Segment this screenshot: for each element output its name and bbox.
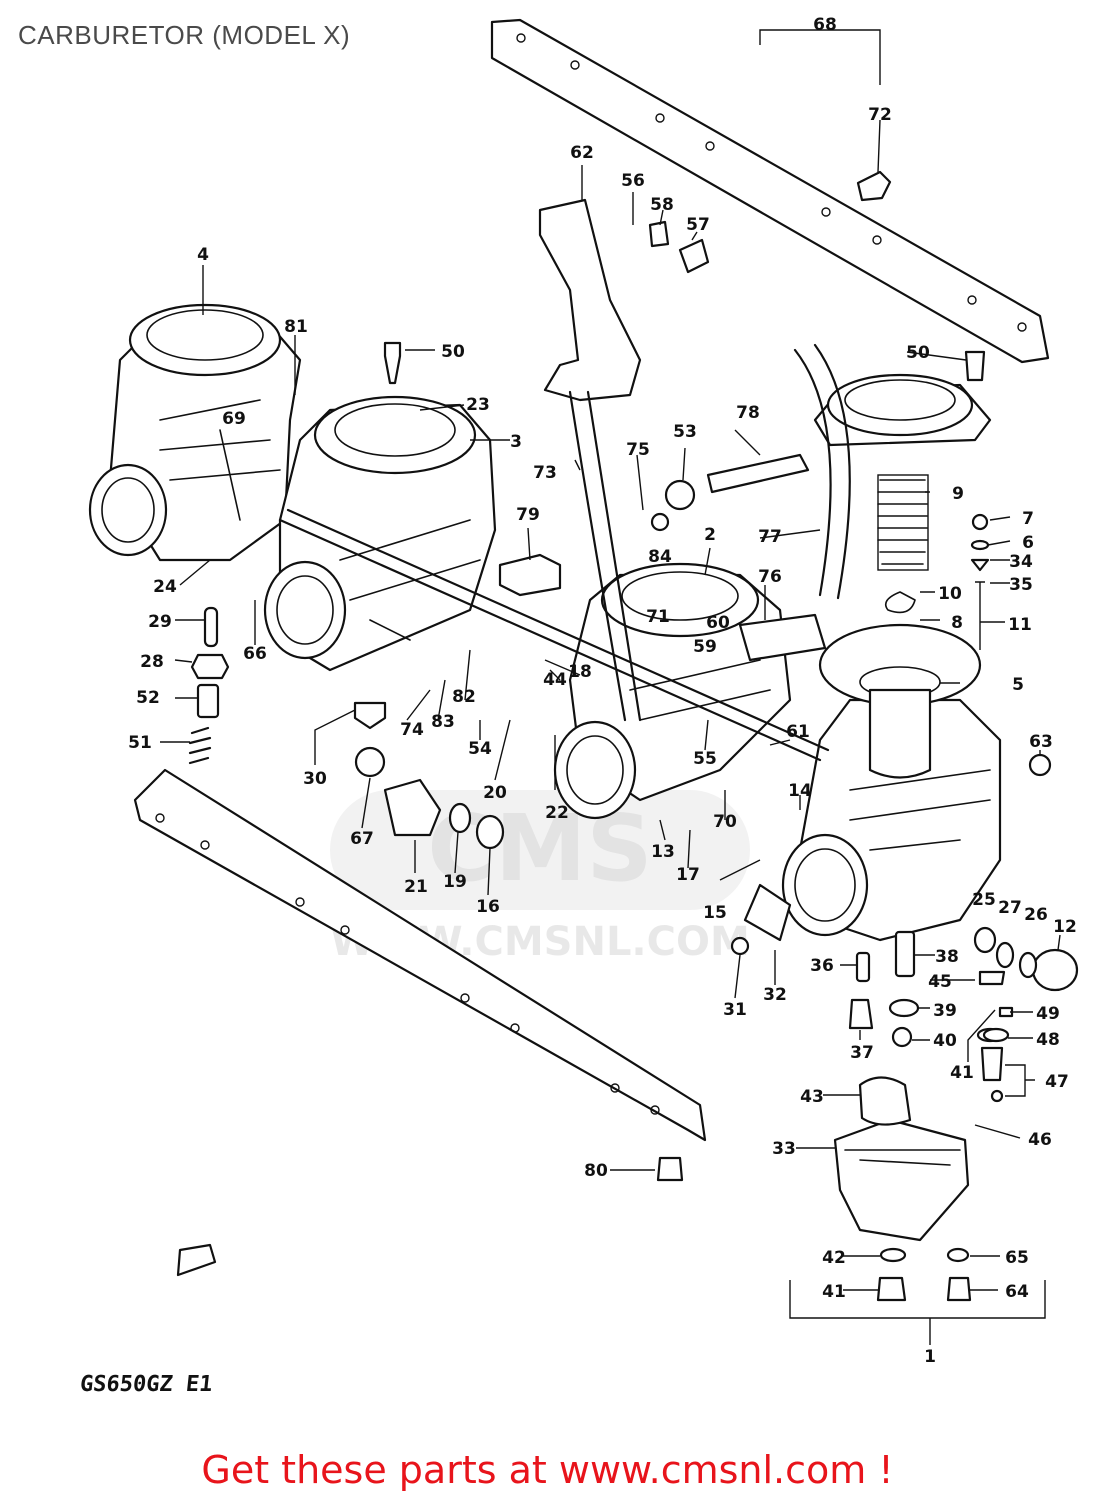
callout: 9 xyxy=(952,484,964,504)
callout: 12 xyxy=(1053,917,1077,937)
callout: 42 xyxy=(822,1248,846,1268)
callout: 57 xyxy=(686,215,710,235)
bracket-and-hoses xyxy=(498,198,851,722)
callout: 52 xyxy=(136,688,160,708)
callout: 30 xyxy=(303,769,327,789)
callout: 35 xyxy=(1009,575,1033,595)
callout: 45 xyxy=(928,972,952,992)
callout: 20 xyxy=(483,783,507,803)
callout: 22 xyxy=(545,803,569,823)
callout: 70 xyxy=(713,812,737,832)
callout: 62 xyxy=(570,143,594,163)
callout: 63 xyxy=(1029,732,1053,752)
callout: 72 xyxy=(868,105,892,125)
callout: 83 xyxy=(431,712,455,732)
callout: 59 xyxy=(693,637,717,657)
callout: 69 xyxy=(222,409,246,429)
callout: 5 xyxy=(1012,675,1024,695)
cta-link[interactable]: Get these parts at www.cmsnl.com ! xyxy=(201,1448,894,1492)
callout: 51 xyxy=(128,733,152,753)
upper-mounting-plate xyxy=(490,18,1050,364)
callout: 24 xyxy=(153,577,177,597)
callout: 50 xyxy=(441,342,465,362)
callout: 41 xyxy=(950,1063,974,1083)
callout: 78 xyxy=(736,403,760,423)
callout: 66 xyxy=(243,644,267,664)
callout: 47 xyxy=(1045,1072,1069,1092)
callout: 73 xyxy=(533,463,557,483)
callout: 84 xyxy=(648,547,672,567)
callout: 25 xyxy=(972,890,996,910)
callout: 34 xyxy=(1009,552,1033,572)
diagram-title: CARBURETOR (MODEL X) xyxy=(18,20,351,50)
callout: 81 xyxy=(284,317,308,337)
callout: 17 xyxy=(676,865,700,885)
callout: 61 xyxy=(786,722,810,742)
callout: 2 xyxy=(704,525,716,545)
callout: 75 xyxy=(626,440,650,460)
callout: 36 xyxy=(810,956,834,976)
callout: 7 xyxy=(1022,509,1034,529)
callout: 32 xyxy=(763,985,787,1005)
callout: 10 xyxy=(938,584,962,604)
callout: 53 xyxy=(673,422,697,442)
callout: 77 xyxy=(758,527,782,547)
callout: 44 xyxy=(543,670,567,690)
float-bowl xyxy=(833,1076,970,1242)
callout: 49 xyxy=(1036,1004,1060,1024)
callout: 1 xyxy=(924,1347,936,1367)
callout: 64 xyxy=(1005,1282,1029,1302)
callout: 16 xyxy=(476,897,500,917)
callout: 21 xyxy=(404,877,428,897)
callout: 13 xyxy=(651,842,675,862)
callout: 33 xyxy=(772,1139,796,1159)
callout: 40 xyxy=(933,1031,957,1051)
callout: 50 xyxy=(906,343,930,363)
callout: 37 xyxy=(850,1043,874,1063)
callout: 82 xyxy=(452,687,476,707)
callout: 67 xyxy=(350,829,374,849)
callout: 19 xyxy=(443,872,467,892)
callout: 6 xyxy=(1022,533,1034,553)
callout: 79 xyxy=(516,505,540,525)
callout: 54 xyxy=(468,739,492,759)
callout: 43 xyxy=(800,1087,824,1107)
model-code: GS650GZ E1 xyxy=(78,1372,214,1397)
callout: 65 xyxy=(1005,1248,1029,1268)
callout: 38 xyxy=(935,947,959,967)
callout: 31 xyxy=(723,1000,747,1020)
callout: 68 xyxy=(813,15,837,35)
leader-lines xyxy=(160,29,1061,1345)
callout: 76 xyxy=(758,567,782,587)
small-parts xyxy=(176,170,1079,1302)
callout: 29 xyxy=(148,612,172,632)
callout: 80 xyxy=(584,1161,608,1181)
carburetor-assembly xyxy=(88,303,1002,942)
callout: 14 xyxy=(788,781,812,801)
callout: 3 xyxy=(510,432,522,452)
callout: 23 xyxy=(466,395,490,415)
lower-mounting-plate xyxy=(133,768,707,1142)
callout: 4 xyxy=(197,245,209,265)
callout: 71 xyxy=(646,607,670,627)
callout: 48 xyxy=(1036,1030,1060,1050)
callout: 26 xyxy=(1024,905,1048,925)
callout: 18 xyxy=(568,662,592,682)
callout: 46 xyxy=(1028,1130,1052,1150)
callout: 39 xyxy=(933,1001,957,1021)
callout-labels: 1 2 3 4 5 6 7 8 9 10 11 12 13 14 15 16 1… xyxy=(128,15,1077,1367)
callout: 8 xyxy=(951,613,963,633)
callout: 56 xyxy=(621,171,645,191)
callout: 15 xyxy=(703,903,727,923)
callout: 60 xyxy=(706,613,730,633)
top-cap-and-spring xyxy=(813,373,992,779)
callout: 74 xyxy=(400,720,424,740)
callout: 55 xyxy=(693,749,717,769)
callout: 11 xyxy=(1008,615,1032,635)
callout: 28 xyxy=(140,652,164,672)
callout: 41 xyxy=(822,1282,846,1302)
callout: 58 xyxy=(650,195,674,215)
callout: 27 xyxy=(998,898,1022,918)
